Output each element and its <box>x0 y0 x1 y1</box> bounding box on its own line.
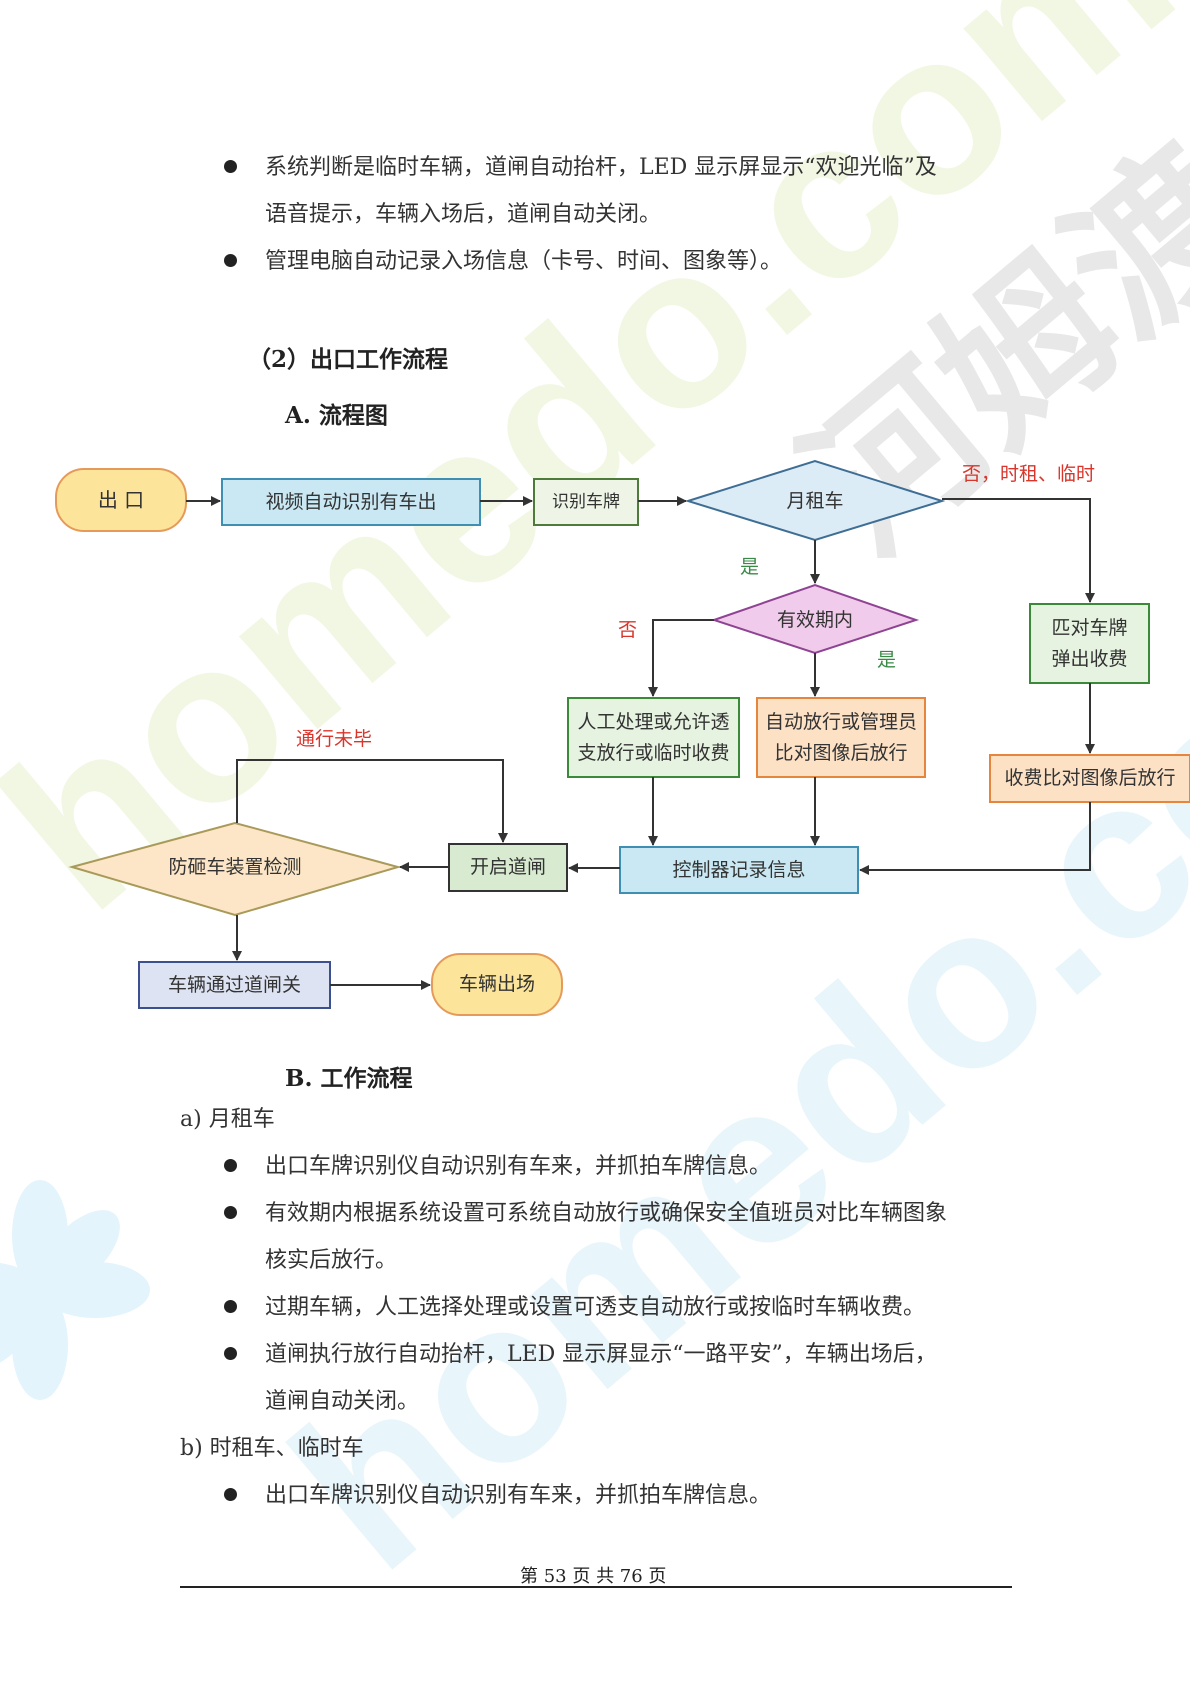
match-plate-line-1: 匹对车牌 <box>1051 616 1128 639</box>
node-controller-label: 控制器记录信息 <box>672 858 806 881</box>
bullet-dot <box>224 160 237 173</box>
match-plate-box <box>1029 603 1150 684</box>
intro-bullet-2-line-1: 管理电脑自动记录入场信息（卡号、时间、图象等）。 <box>265 249 783 274</box>
manual-box <box>567 697 740 778</box>
node-exit-label: 出 口 <box>97 487 145 512</box>
list-a-item-2-line-1: 有效期内根据系统设置可系统自动放行或确保安全值班员对比车辆图象 <box>265 1201 948 1226</box>
node-match-plate-label: 匹对车牌 弹出收费 <box>1030 604 1149 683</box>
node-plate-recog-label: 识别车牌 <box>552 491 620 512</box>
node-auto-label: 自动放行或管理员 比对图像后放行 <box>757 698 925 777</box>
arrow-monthly-no <box>942 498 1095 603</box>
controller-box <box>619 846 859 894</box>
intro-bullet-1-line-2: 语音提示，车辆入场后，道闸自动关闭。 <box>265 202 662 227</box>
bullet-dot <box>224 1159 237 1172</box>
manual-line-2: 支放行或临时收费 <box>577 741 730 764</box>
node-open-gate-label: 开启道闸 <box>469 856 546 878</box>
node-vehicle-exit-label: 车辆出场 <box>458 973 535 995</box>
auto-line-1: 自动放行或管理员 <box>764 710 917 733</box>
video-detect-box <box>221 478 481 526</box>
label-yes-valid: 是 <box>877 649 897 671</box>
label-not-passed: 通行未毕 <box>296 728 373 750</box>
auto-box <box>756 697 926 778</box>
subsection-b-title: B. 工作流程 <box>285 1065 413 1092</box>
charge-compare-box <box>989 754 1190 803</box>
match-plate-line-2: 弹出收费 <box>1051 647 1128 670</box>
arrow-not-passed-loop <box>236 759 508 843</box>
bullet-dot <box>224 1347 237 1360</box>
bullet-dot <box>224 1488 237 1501</box>
list-a-item-4-line-2: 道闸自动关闭。 <box>265 1389 420 1414</box>
node-pass-gate-label: 车辆通过道闸关 <box>167 973 301 996</box>
pass-gate-box <box>138 961 331 1009</box>
valid-period-decision <box>710 583 920 655</box>
label-no-hourly-temp: 否，时租、临时 <box>962 463 1096 485</box>
list-b-item-1: 出口车牌识别仪自动识别有车来，并抓拍车牌信息。 <box>265 1483 772 1508</box>
list-a-item-2-line-2: 核实后放行。 <box>265 1248 398 1273</box>
subsection-a-title: A. 流程图 <box>285 402 388 429</box>
bullet-dot <box>224 1300 237 1313</box>
bullet-dot <box>224 254 237 267</box>
list-a-item-3: 过期车辆，人工选择处理或设置可透支自动放行或按临时车辆收费。 <box>265 1295 926 1320</box>
label-yes-monthly: 是 <box>740 556 760 578</box>
manual-line-1: 人工处理或允许透 <box>577 710 730 733</box>
arrow-charge-to-controller <box>859 802 1091 875</box>
node-anti-smash-label: 防砸车装置检测 <box>168 855 302 878</box>
plate-recog-box <box>533 478 639 526</box>
anti-smash-decision <box>68 821 402 917</box>
section-title: （2）出口工作流程 <box>248 346 449 373</box>
node-manual-label: 人工处理或允许透 支放行或临时收费 <box>568 698 739 777</box>
list-a-item-4-line-1: 道闸执行放行自动抬杆，LED 显示屏显示“一路平安”，车辆出场后， <box>265 1342 937 1367</box>
intro-bullet-1-line-1: 系统判断是临时车辆，道闸自动抬杆，LED 显示屏显示“欢迎光临”及 <box>265 155 937 180</box>
auto-line-2: 比对图像后放行 <box>774 741 908 764</box>
label-no-valid: 否 <box>618 619 638 641</box>
node-valid-period-label: 有效期内 <box>776 608 853 631</box>
monthly-decision <box>684 459 946 542</box>
footer-rule <box>180 1586 1012 1588</box>
node-monthly-label: 月租车 <box>786 489 844 512</box>
list-a-title: a) 月租车 <box>180 1107 275 1132</box>
arrow-valid-no <box>648 619 714 697</box>
page-footer: 第 53 页 共 76 页 <box>520 1566 667 1587</box>
node-charge-compare-label: 收费比对图像后放行 <box>1004 767 1176 789</box>
list-a-item-1: 出口车牌识别仪自动识别有车来，并抓拍车牌信息。 <box>265 1154 772 1179</box>
open-gate-box <box>448 843 568 892</box>
vehicle-exit-terminal <box>431 953 563 1016</box>
list-b-title: b) 时租车、临时车 <box>180 1436 364 1461</box>
node-video-detect-label: 视频自动识别有车出 <box>265 490 437 513</box>
bullet-dot <box>224 1206 237 1219</box>
